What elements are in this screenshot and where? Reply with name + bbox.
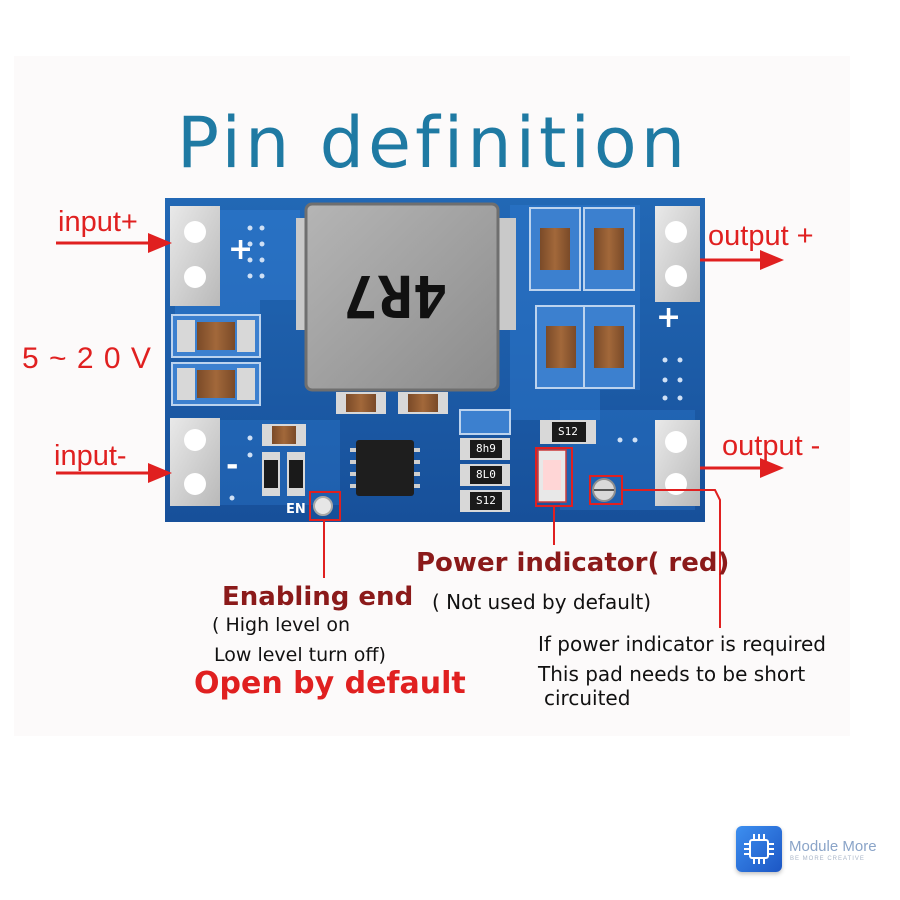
logo-name: Module More: [789, 838, 877, 855]
input-minus-label: input-: [54, 440, 127, 472]
inductor: [304, 202, 500, 392]
open-by-default-label: Open by default: [194, 666, 466, 701]
output-plus-pads: [655, 206, 700, 302]
power-indicator-note: ( Not used by default): [432, 590, 652, 614]
chip-logo-icon: [736, 826, 782, 872]
en-silkscreen: EN: [286, 502, 306, 517]
enabling-end-title: Enabling end: [222, 582, 414, 612]
power-indicator-title: Power indicator( red): [416, 548, 730, 578]
regulator-ic: [356, 440, 414, 496]
pad-note-line2: This pad needs to be short: [538, 662, 806, 686]
pad-note-line1: If power indicator is required: [538, 632, 826, 656]
input-minus-silkscreen: -: [226, 448, 239, 483]
resistor-marking: S12: [558, 425, 578, 438]
input-plus-label: input+: [58, 206, 138, 238]
en-pad: [313, 496, 333, 516]
logo-tagline: BE MORE CREATIVE: [790, 856, 865, 862]
output-minus-label: output -: [722, 430, 821, 462]
input-plus-silkscreen: +: [228, 232, 254, 267]
pad-note-line3: circuited: [544, 686, 631, 710]
output-plus-silkscreen: +: [656, 300, 682, 335]
voltage-range-label: 5 ~ 2 0 V: [22, 342, 152, 375]
enabling-end-line2: Low level turn off): [214, 644, 386, 666]
pad-callout-line: [622, 489, 721, 628]
page-title: Pin definition: [176, 102, 690, 184]
resistor-marking: S12: [476, 494, 496, 507]
resistor-marking: 8h9: [476, 442, 496, 455]
resistor-marking: 8L0: [476, 468, 496, 481]
output-plus-label: output +: [708, 220, 814, 252]
enabling-end-line1: ( High level on: [212, 614, 351, 636]
inductor-marking: 4R7: [343, 262, 448, 330]
